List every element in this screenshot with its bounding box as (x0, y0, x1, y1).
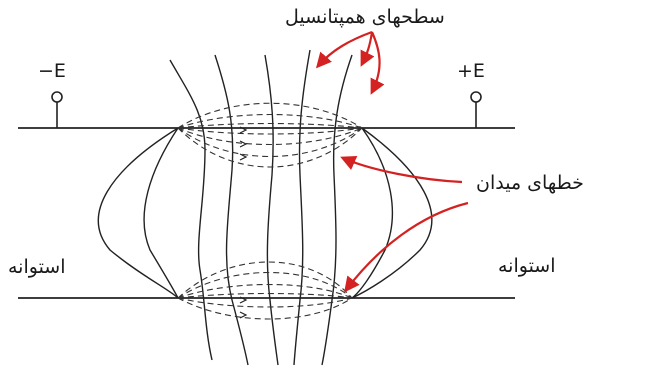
equipotential-line-4 (214, 54, 249, 366)
equipotential-line-5 (264, 54, 279, 366)
arrow-field-lines-lower (344, 201, 469, 293)
equipotential-line-6 (293, 49, 311, 366)
field-lines-lower (177, 261, 353, 320)
equipotential-line-1 (97, 127, 179, 299)
label-positive-terminal: +E (457, 60, 485, 82)
field-lines-upper (177, 102, 363, 168)
label-cylinder-right: استوانه (498, 255, 556, 277)
label-equipotential-surfaces: سطحهای همپتانسیل (285, 6, 445, 28)
label-field-lines: خطهای میدان (476, 172, 584, 194)
cylinder-walls (18, 127, 515, 299)
equipotential-line-2 (143, 127, 179, 299)
equipotential-line-9 (351, 127, 433, 299)
field-direction-ticks (239, 126, 248, 319)
label-cylinder-left: استوانه (8, 256, 66, 278)
equipotential-line-8 (351, 127, 394, 299)
arrow-field-lines-upper (340, 155, 463, 184)
arrow-equipotential-2 (360, 31, 375, 67)
arrow-equipotential-3 (370, 31, 385, 95)
equipotential-surfaces (97, 49, 433, 366)
positive-terminal-symbol (470, 91, 482, 128)
label-negative-terminal: −E (38, 60, 66, 82)
equipotential-line-7 (321, 54, 353, 366)
annotation-arrows (315, 30, 469, 293)
equipotential-line-3 (169, 59, 213, 361)
negative-terminal-symbol (51, 91, 63, 128)
arrow-equipotential-1 (315, 30, 373, 69)
